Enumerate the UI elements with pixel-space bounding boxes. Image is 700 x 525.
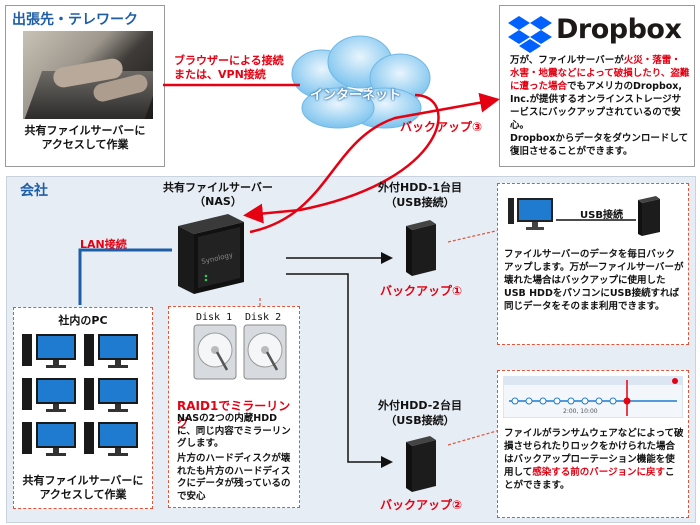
timeline-icon: 2:00, 10:00 xyxy=(503,376,683,418)
desktop-pc-icon xyxy=(22,378,76,412)
dropbox-description: 万が、ファイルサーバーが火災・落雷・水害・地震などによって破損したり、盗難に遭っ… xyxy=(510,55,690,131)
dropbox-logo-icon xyxy=(508,16,552,53)
hdd2-title-2: （USB接続） xyxy=(385,414,455,427)
browser-link-label-2: または、VPN接続 xyxy=(174,68,266,81)
hdd2-title-1: 外付HDD-2台目 xyxy=(378,399,462,412)
usb-cable-line xyxy=(556,219,636,221)
telework-panel: 出張先・テレワーク 共有ファイルサーバーに アクセスして作業 xyxy=(5,5,165,167)
raid-title: RAID1でミラーリング xyxy=(177,399,291,430)
hdd2-backup-label: バックアップ② xyxy=(380,498,463,512)
office-pcs-caption-2: アクセスして作業 xyxy=(39,488,127,501)
raid-desc-2: 片方のハードディスクが壊れたも片方のハードディスクにデータが残っているので安心 xyxy=(177,453,291,502)
dropbox-panel: Dropbox 万が、ファイルサーバーが火災・落雷・水害・地震などによって破損し… xyxy=(499,5,695,167)
hdd1-desc: ファイルサーバーのデータを毎日バックアップします。万が一ファイルサーバーが壊れた… xyxy=(504,249,684,312)
desktop-pc-icon xyxy=(22,334,76,368)
hdd1-title-1: 外付HDD-1台目 xyxy=(378,181,462,194)
external-hdd-icon xyxy=(406,436,436,492)
hard-disk-icon xyxy=(243,324,287,380)
internet-label: インターネット xyxy=(310,88,402,103)
desktop-pc-icon xyxy=(22,422,76,456)
nas-device-icon: Synology xyxy=(178,214,244,294)
usb-label: USB接続 xyxy=(580,210,623,221)
hard-disk-icon xyxy=(193,324,237,380)
raid-desc-1: NASの2つの内蔵HDDに、同じ内容でミラーリングします。 xyxy=(177,413,291,449)
backup3-label: バックアップ③ xyxy=(400,120,483,134)
browser-link-label-1: ブラウザーによる接続 xyxy=(174,54,284,67)
telework-title: 出張先・テレワーク xyxy=(12,12,138,28)
dropbox-description-2: Dropboxからデータをダウンロードして復旧させることができます。 xyxy=(510,133,689,157)
raid-panel: RAID1でミラーリング NASの2つの内蔵HDDに、同じ内容でミラーリングしま… xyxy=(168,306,300,508)
lan-label: LAN接続 xyxy=(80,238,127,251)
office-pcs-caption-1: 共有ファイルサーバーに xyxy=(22,474,144,487)
desktop-pc-icon xyxy=(84,378,138,412)
nas-title-2: （NAS） xyxy=(194,195,242,208)
disk2-label: Disk 2 xyxy=(245,312,282,323)
company-title: 会社 xyxy=(20,183,48,199)
external-hdd-icon xyxy=(638,196,660,236)
dropbox-logo-text: Dropbox xyxy=(556,14,682,45)
hdd2-desc: ファイルがランサムウェアなどによって破損させられたりロックをかけられた場合はバッ… xyxy=(504,428,684,491)
nas-title-1: 共有ファイルサーバー xyxy=(163,181,273,194)
office-pcs-title: 社内のPC xyxy=(58,314,108,327)
external-hdd-icon xyxy=(406,220,436,276)
svg-text:2:00, 10:00: 2:00, 10:00 xyxy=(563,408,598,415)
desktop-pc-icon xyxy=(84,422,138,456)
desktop-pc-icon xyxy=(508,198,553,230)
laptop-photo xyxy=(23,31,153,119)
desktop-pc-icon xyxy=(84,334,138,368)
hdd1-title-2: （USB接続） xyxy=(385,196,455,209)
disk1-label: Disk 1 xyxy=(196,312,233,323)
telework-caption-2: アクセスして作業 xyxy=(41,138,129,151)
telework-caption-1: 共有ファイルサーバーに xyxy=(24,124,146,137)
hdd1-backup-label: バックアップ① xyxy=(380,284,463,298)
